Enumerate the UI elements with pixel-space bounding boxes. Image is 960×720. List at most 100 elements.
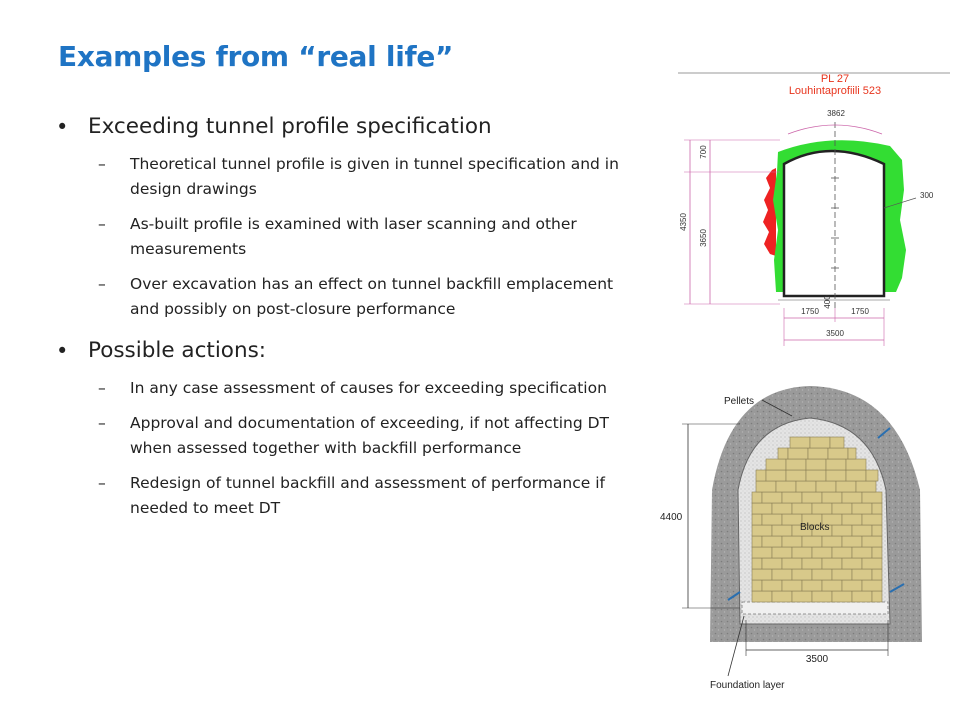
dim-width: 3500 (806, 654, 829, 665)
backfill-block (831, 502, 853, 515)
label-pellets: Pellets (724, 396, 754, 407)
backfill-block (801, 491, 823, 504)
backfill-block (751, 513, 763, 526)
backfill-block (851, 590, 873, 603)
backfill-block (771, 546, 793, 559)
axis-ticks (831, 177, 839, 269)
sub-bullet-as-built-profile: As-built profile is examined with laser … (50, 212, 650, 262)
backfill-block (761, 557, 783, 570)
backfill-block (811, 590, 833, 603)
fracture-3 (889, 583, 905, 593)
dim-right-offset: 300 (920, 191, 934, 200)
backfill-block (789, 436, 811, 449)
backfill-block (801, 557, 823, 570)
backfill-block (751, 579, 763, 592)
backfill-block (821, 579, 843, 592)
dim-half-left: 1750 (801, 307, 819, 316)
theoretical-profile (782, 149, 886, 298)
backfill-block (805, 458, 827, 471)
backfill-block (781, 535, 803, 548)
backfill-block (785, 469, 807, 482)
bullet-exceeding-profile: Exceeding tunnel profile specification (50, 112, 650, 142)
backfill-block (791, 568, 813, 581)
fracture-1 (877, 427, 891, 439)
backfill-block (811, 546, 833, 559)
backfill-block (851, 546, 873, 559)
dim-leader-right (883, 197, 917, 209)
sub-bullet-redesign: Redesign of tunnel backfill and assessme… (50, 471, 650, 521)
backfill-block (831, 590, 853, 603)
backfill-block (821, 535, 843, 548)
backfill-block (771, 590, 793, 603)
backfill-block (861, 535, 883, 548)
backfill-block (771, 568, 793, 581)
backfill-section-drawing: Pellets Blocks 4400 3500 Foundation laye… (660, 386, 922, 691)
backfill-block (761, 491, 783, 504)
backfill-block (781, 579, 803, 592)
backfill-section-figure: Pellets Blocks 4400 3500 Foundation laye… (660, 380, 950, 700)
foundation-layer (741, 601, 889, 615)
backfill-block (825, 458, 847, 471)
dim-total-height: 4350 (679, 213, 688, 231)
backfill-block (841, 557, 863, 570)
sub-bullet-approval: Approval and documentation of exceeding,… (50, 411, 650, 461)
backfill-block (751, 590, 773, 603)
backfill-block (751, 568, 773, 581)
backfill-block (871, 524, 883, 537)
profile-title-line1: PL 27 (821, 73, 849, 85)
backfill-block (781, 491, 803, 504)
backfill-block (861, 513, 883, 526)
backfill-block (825, 469, 847, 482)
backfill-block (861, 579, 883, 592)
slide-content: Exceeding tunnel profile specification T… (50, 112, 650, 535)
backfill-block (841, 491, 863, 504)
block-stack (751, 436, 883, 603)
backfill-block (811, 568, 833, 581)
backfill-block (751, 491, 763, 504)
backfill-block (751, 535, 763, 548)
backfill-block (791, 546, 813, 559)
backfill-block (841, 513, 863, 526)
backfill-block (861, 557, 883, 570)
label-foundation: Foundation layer (710, 680, 785, 691)
sub-bullet-assessment: In any case assessment of causes for exc… (50, 376, 650, 401)
backfill-block (765, 458, 787, 471)
bullet-possible-actions: Possible actions: (50, 336, 650, 366)
backfill-block (871, 546, 883, 559)
tunnel-profile-figure: PL 27 Louhintaprofiili 523 3862 4350 700… (660, 60, 950, 350)
backfill-block (851, 568, 873, 581)
backfill-block (801, 579, 823, 592)
sub-bullet-theoretical-profile: Theoretical tunnel profile is given in t… (50, 152, 650, 202)
pellets-leader (761, 399, 793, 417)
backfill-block (751, 546, 773, 559)
backfill-block (751, 524, 773, 537)
backfill-block (751, 557, 763, 570)
backfill-block (847, 447, 857, 460)
backfill-block (851, 502, 873, 515)
dim-floor-depth: 400 (823, 295, 832, 309)
backfill-block (829, 436, 845, 449)
backfill-block (831, 546, 853, 559)
profile-title-line2: Louhintaprofiili 523 (789, 85, 881, 97)
backfill-block (811, 502, 833, 515)
dim-wall-height: 3650 (699, 229, 708, 247)
dim-arch-height: 700 (699, 145, 708, 159)
backfill-block (751, 502, 773, 515)
dim-half-right: 1750 (851, 307, 869, 316)
dim-total-width: 3500 (826, 329, 844, 338)
backfill-block (821, 491, 843, 504)
backfill-block (755, 480, 777, 493)
backfill-block (805, 469, 827, 482)
backfill-block (845, 469, 867, 482)
slide-title: Examples from “real life” (58, 40, 454, 73)
backfill-block (865, 469, 879, 482)
backfill-block (841, 535, 863, 548)
sub-list-actions: In any case assessment of causes for exc… (50, 376, 650, 521)
backfill-block (781, 513, 803, 526)
dim-height: 4400 (660, 512, 683, 523)
backfill-block (761, 579, 783, 592)
backfill-block (831, 568, 853, 581)
backfill-block (781, 557, 803, 570)
dim-top-width: 3862 (827, 109, 845, 118)
backfill-block (845, 458, 867, 471)
